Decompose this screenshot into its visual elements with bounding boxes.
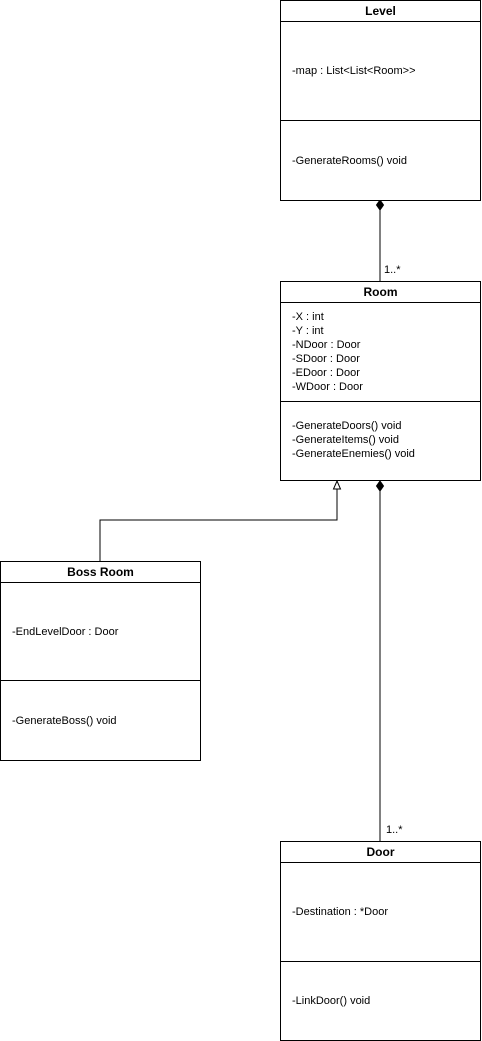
attribute: -map : List<List<Room>>: [292, 65, 416, 77]
attribute: -EndLevelDoor : Door: [12, 625, 119, 638]
inheritance-arrowhead: [332, 479, 342, 490]
class-level-methods: -GenerateRooms() void: [281, 121, 480, 200]
attribute: -X : int: [292, 311, 324, 323]
class-door-name: Door: [281, 842, 480, 863]
inheritance-connector: [99, 489, 338, 561]
attribute: -SDoor : Door: [292, 353, 360, 365]
class-level-name: Level: [281, 1, 480, 22]
method: -GenerateEnemies() void: [292, 448, 415, 460]
class-door[interactable]: Door -Destination : *Door -LinkDoor() vo…: [280, 841, 481, 1041]
method: -LinkDoor() void: [292, 995, 371, 1007]
class-boss-room-attributes: -EndLevelDoor : Door: [1, 583, 200, 681]
room-door-multiplicity: 1..*: [386, 824, 403, 836]
level-room-multiplicity: 1..*: [384, 264, 401, 276]
method: -GenerateItems() void: [292, 434, 399, 446]
class-room[interactable]: Room -X : int -Y : int -NDoor : Door -SD…: [280, 281, 481, 481]
attribute: -Y : int: [292, 325, 324, 337]
class-room-methods: -GenerateDoors() void -GenerateItems() v…: [281, 402, 480, 480]
attribute: -EDoor : Door: [292, 367, 360, 379]
method: -GenerateBoss() void: [12, 714, 117, 727]
room-composition-diamond: [375, 480, 385, 492]
class-room-attributes: -X : int -Y : int -NDoor : Door -SDoor :…: [281, 303, 480, 402]
class-boss-room-name: Boss Room: [1, 562, 200, 583]
class-level[interactable]: Level -map : List<List<Room>> -GenerateR…: [280, 0, 481, 201]
attribute: -Destination : *Door: [292, 906, 388, 918]
attribute: -WDoor : Door: [292, 381, 363, 393]
method: -GenerateDoors() void: [292, 420, 402, 432]
attribute: -NDoor : Door: [292, 339, 361, 351]
class-boss-room[interactable]: Boss Room -EndLevelDoor : Door -Generate…: [0, 561, 201, 761]
class-room-name: Room: [281, 282, 480, 303]
level-composition-diamond: [375, 199, 385, 211]
class-door-methods: -LinkDoor() void: [281, 962, 480, 1040]
class-boss-room-methods: -GenerateBoss() void: [1, 681, 200, 760]
class-door-attributes: -Destination : *Door: [281, 863, 480, 962]
method: -GenerateRooms() void: [292, 154, 407, 167]
class-level-attributes: -map : List<List<Room>>: [281, 22, 480, 121]
